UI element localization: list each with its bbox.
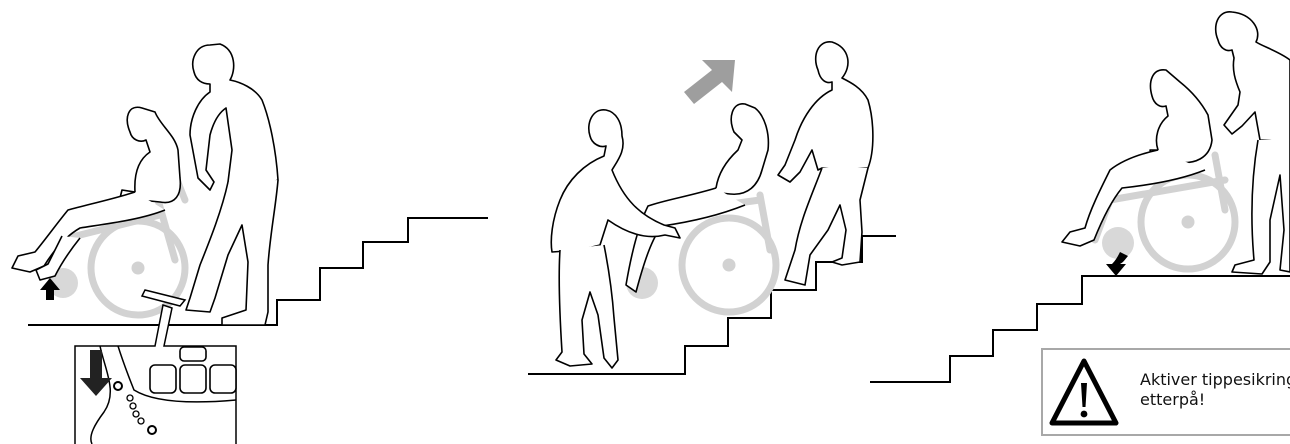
panel-2-seated-person: [626, 104, 768, 292]
warning-triangle-icon: [1049, 357, 1119, 429]
panel-2-going-up: [528, 42, 896, 374]
panel-1-tilt-back: [12, 44, 488, 444]
panel-2-front-assistant: [551, 110, 680, 368]
warning-box: Aktiver tippesikringen etterpå!: [1041, 348, 1290, 436]
diagonal-arrow-icon: [684, 60, 735, 104]
panel-1-assistant: [186, 44, 278, 325]
panel-3-assistant: [1216, 12, 1290, 274]
warning-text: Aktiver tippesikringen etterpå!: [1140, 370, 1290, 410]
panel-3-lower-anti-tip: [870, 12, 1290, 382]
panel-3-anti-tip-wheel: [1102, 227, 1134, 259]
panel-2-rear-assistant: [778, 42, 873, 285]
